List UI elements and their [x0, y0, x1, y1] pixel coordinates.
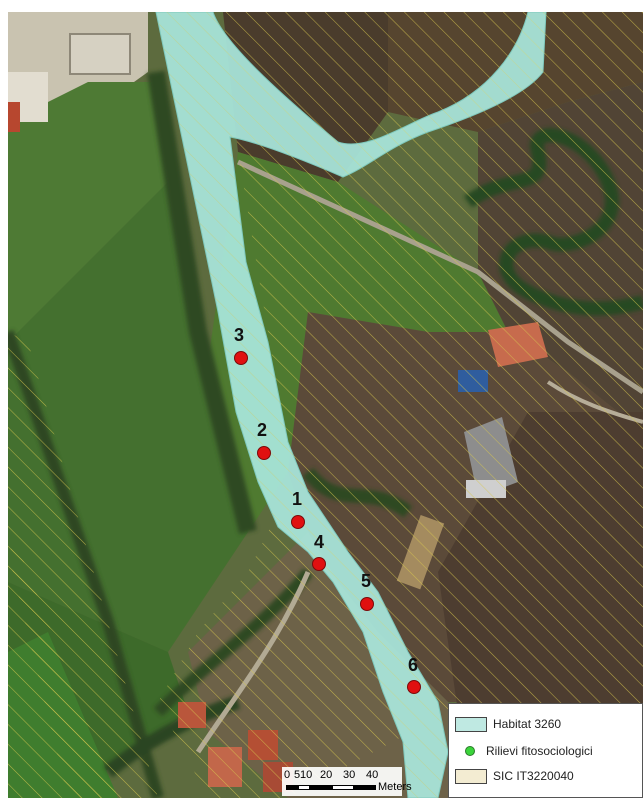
scale-bar: 0 5 10 20 30 40 Meters	[282, 767, 412, 796]
survey-marker-4[interactable]	[312, 557, 326, 571]
survey-marker-label: 4	[314, 532, 324, 552]
scale-segment	[310, 785, 332, 790]
sic-swatch-icon	[455, 768, 487, 784]
survey-marker-label: 5	[361, 571, 371, 591]
survey-point-icon	[465, 746, 475, 756]
survey-markers: 3 2 1 4 5 6	[234, 325, 421, 694]
map-view[interactable]: 3 2 1 4 5 6	[8, 12, 643, 798]
survey-marker-2[interactable]	[257, 446, 271, 460]
scale-tick-30: 30	[343, 769, 356, 781]
survey-marker-label: 1	[292, 489, 302, 509]
legend-item-rilievi: Rilievi fitosociologici	[455, 742, 593, 760]
scale-segment	[354, 785, 376, 790]
legend-label-habitat: Habitat 3260	[493, 717, 562, 731]
scale-tick-20: 20	[320, 769, 333, 781]
legend-label-rilievi: Rilievi fitosociologici	[486, 744, 593, 758]
legend-item-sic: SIC IT3220040	[455, 767, 574, 785]
legend-label-sic: SIC IT3220040	[493, 769, 574, 783]
scale-tick-5: 5	[294, 769, 301, 781]
survey-marker-label: 6	[408, 655, 418, 675]
survey-marker-3[interactable]	[234, 351, 248, 365]
scale-tick-10: 10	[300, 769, 313, 781]
legend-item-habitat: Habitat 3260	[455, 715, 561, 733]
scale-tick-0: 0	[284, 769, 291, 781]
habitat-3260	[155, 12, 547, 798]
survey-marker-1[interactable]	[291, 515, 305, 529]
sic-area	[8, 12, 643, 798]
scale-segment	[286, 785, 298, 790]
map-legend: Habitat 3260 Rilievi fitosociologici SIC…	[448, 703, 643, 798]
scale-segment	[298, 785, 310, 790]
survey-marker-label: 2	[257, 420, 267, 440]
scale-segment	[332, 785, 354, 790]
scale-tick-40: 40	[366, 769, 379, 781]
survey-marker-5[interactable]	[360, 597, 374, 611]
survey-marker-label: 3	[234, 325, 244, 345]
aerial-map[interactable]: 3 2 1 4 5 6	[8, 12, 643, 798]
scale-unit: Meters	[378, 781, 412, 793]
habitat-swatch-icon	[455, 716, 487, 732]
survey-marker-6[interactable]	[407, 680, 421, 694]
